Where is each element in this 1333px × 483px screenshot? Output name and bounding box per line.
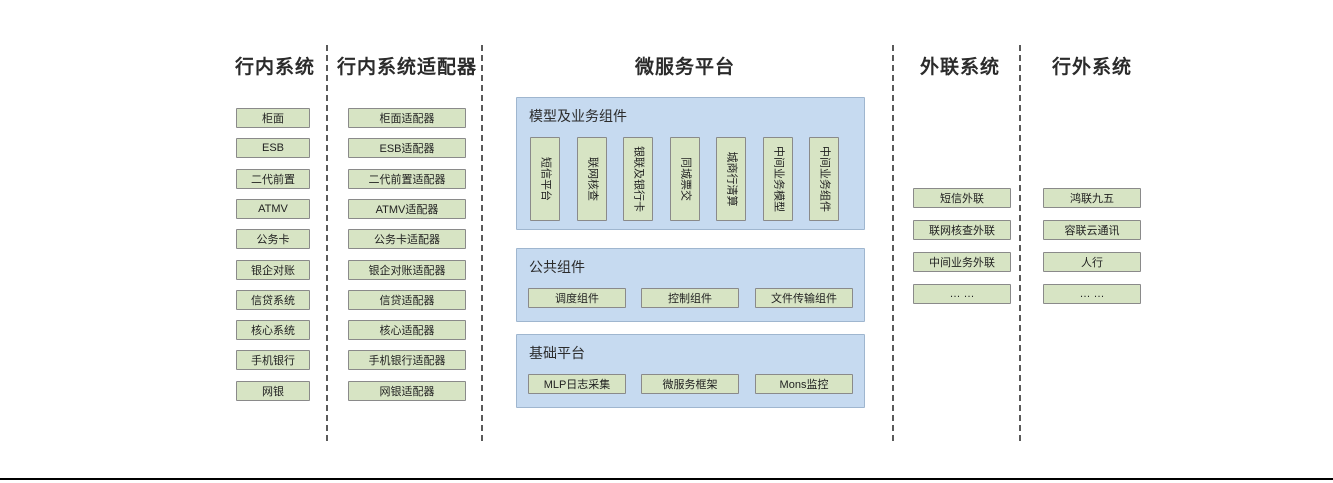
node-in-bank-adapter-7[interactable]: 核心适配器	[348, 320, 466, 340]
panel-title-model-business-components: 模型及业务组件	[529, 108, 627, 124]
node-outside-bank-0[interactable]: 鸿联九五	[1043, 188, 1141, 208]
node-in-bank-7[interactable]: 核心系统	[236, 320, 310, 340]
node-public-component-2[interactable]: 文件传输组件	[755, 288, 853, 308]
panel-public-components: 公共组件	[516, 248, 865, 322]
node-in-bank-adapter-1[interactable]: ESB适配器	[348, 138, 466, 158]
vnode-label-1: 联网核查	[586, 157, 599, 201]
column-divider-2	[481, 45, 483, 441]
column-divider-1	[326, 45, 328, 441]
node-in-bank-adapter-3[interactable]: ATMV适配器	[348, 199, 466, 219]
column-title-in-bank-adapters: 行内系统适配器	[336, 57, 477, 78]
node-outside-bank-2[interactable]: 人行	[1043, 252, 1141, 272]
node-base-platform-0[interactable]: MLP日志采集	[528, 374, 626, 394]
node-outside-bank-1[interactable]: 容联云通讯	[1043, 220, 1141, 240]
vnode-model-component-0[interactable]: 短信平台	[530, 137, 560, 221]
column-divider-3	[892, 45, 894, 441]
node-external-link-2[interactable]: 中间业务外联	[913, 252, 1011, 272]
vnode-model-component-4[interactable]: 城商行清算	[716, 137, 746, 221]
vnode-model-component-3[interactable]: 同城票交	[670, 137, 700, 221]
vnode-label-4: 城商行清算	[725, 151, 738, 207]
column-divider-4	[1019, 45, 1021, 441]
vnode-label-5: 中间业务模型	[772, 146, 785, 212]
node-external-link-1[interactable]: 联网核查外联	[913, 220, 1011, 240]
vnode-model-component-6[interactable]: 中间业务组件	[809, 137, 839, 221]
column-title-outside-bank-systems: 行外系统	[1051, 57, 1132, 78]
column-title-in-bank-systems: 行内系统	[234, 57, 315, 78]
vnode-model-component-5[interactable]: 中间业务模型	[763, 137, 793, 221]
node-in-bank-8[interactable]: 手机银行	[236, 350, 310, 370]
node-in-bank-adapter-4[interactable]: 公务卡适配器	[348, 229, 466, 249]
node-in-bank-adapter-9[interactable]: 网银适配器	[348, 381, 466, 401]
node-in-bank-6[interactable]: 信贷系统	[236, 290, 310, 310]
node-in-bank-adapter-2[interactable]: 二代前置适配器	[348, 169, 466, 189]
panel-title-base-platform: 基础平台	[529, 345, 585, 361]
node-external-link-3[interactable]: … …	[913, 284, 1011, 304]
node-public-component-1[interactable]: 控制组件	[641, 288, 739, 308]
node-in-bank-2[interactable]: 二代前置	[236, 169, 310, 189]
node-in-bank-adapter-5[interactable]: 银企对账适配器	[348, 260, 466, 280]
vnode-model-component-1[interactable]: 联网核查	[577, 137, 607, 221]
node-in-bank-adapter-8[interactable]: 手机银行适配器	[348, 350, 466, 370]
column-title-microservice-platform: 微服务平台	[634, 57, 735, 78]
node-external-link-0[interactable]: 短信外联	[913, 188, 1011, 208]
vnode-label-0: 短信平台	[539, 157, 552, 201]
node-in-bank-9[interactable]: 网银	[236, 381, 310, 401]
panel-base-platform: 基础平台	[516, 334, 865, 408]
vnode-model-component-2[interactable]: 银联及银行卡	[623, 137, 653, 221]
node-in-bank-0[interactable]: 柜面	[236, 108, 310, 128]
vnode-label-6: 中间业务组件	[818, 146, 831, 212]
node-in-bank-adapter-6[interactable]: 信贷适配器	[348, 290, 466, 310]
vnode-label-2: 银联及银行卡	[632, 146, 645, 212]
vnode-label-3: 同城票交	[679, 157, 692, 201]
node-in-bank-adapter-0[interactable]: 柜面适配器	[348, 108, 466, 128]
node-in-bank-1[interactable]: ESB	[236, 138, 310, 158]
node-base-platform-2[interactable]: Mons监控	[755, 374, 853, 394]
node-in-bank-4[interactable]: 公务卡	[236, 229, 310, 249]
node-in-bank-3[interactable]: ATMV	[236, 199, 310, 219]
bottom-border-rule	[0, 478, 1333, 480]
node-in-bank-5[interactable]: 银企对账	[236, 260, 310, 280]
node-base-platform-1[interactable]: 微服务框架	[641, 374, 739, 394]
node-public-component-0[interactable]: 调度组件	[528, 288, 626, 308]
column-title-external-link-systems: 外联系统	[919, 57, 1000, 78]
panel-title-public-components: 公共组件	[529, 259, 585, 275]
node-outside-bank-3[interactable]: … …	[1043, 284, 1141, 304]
